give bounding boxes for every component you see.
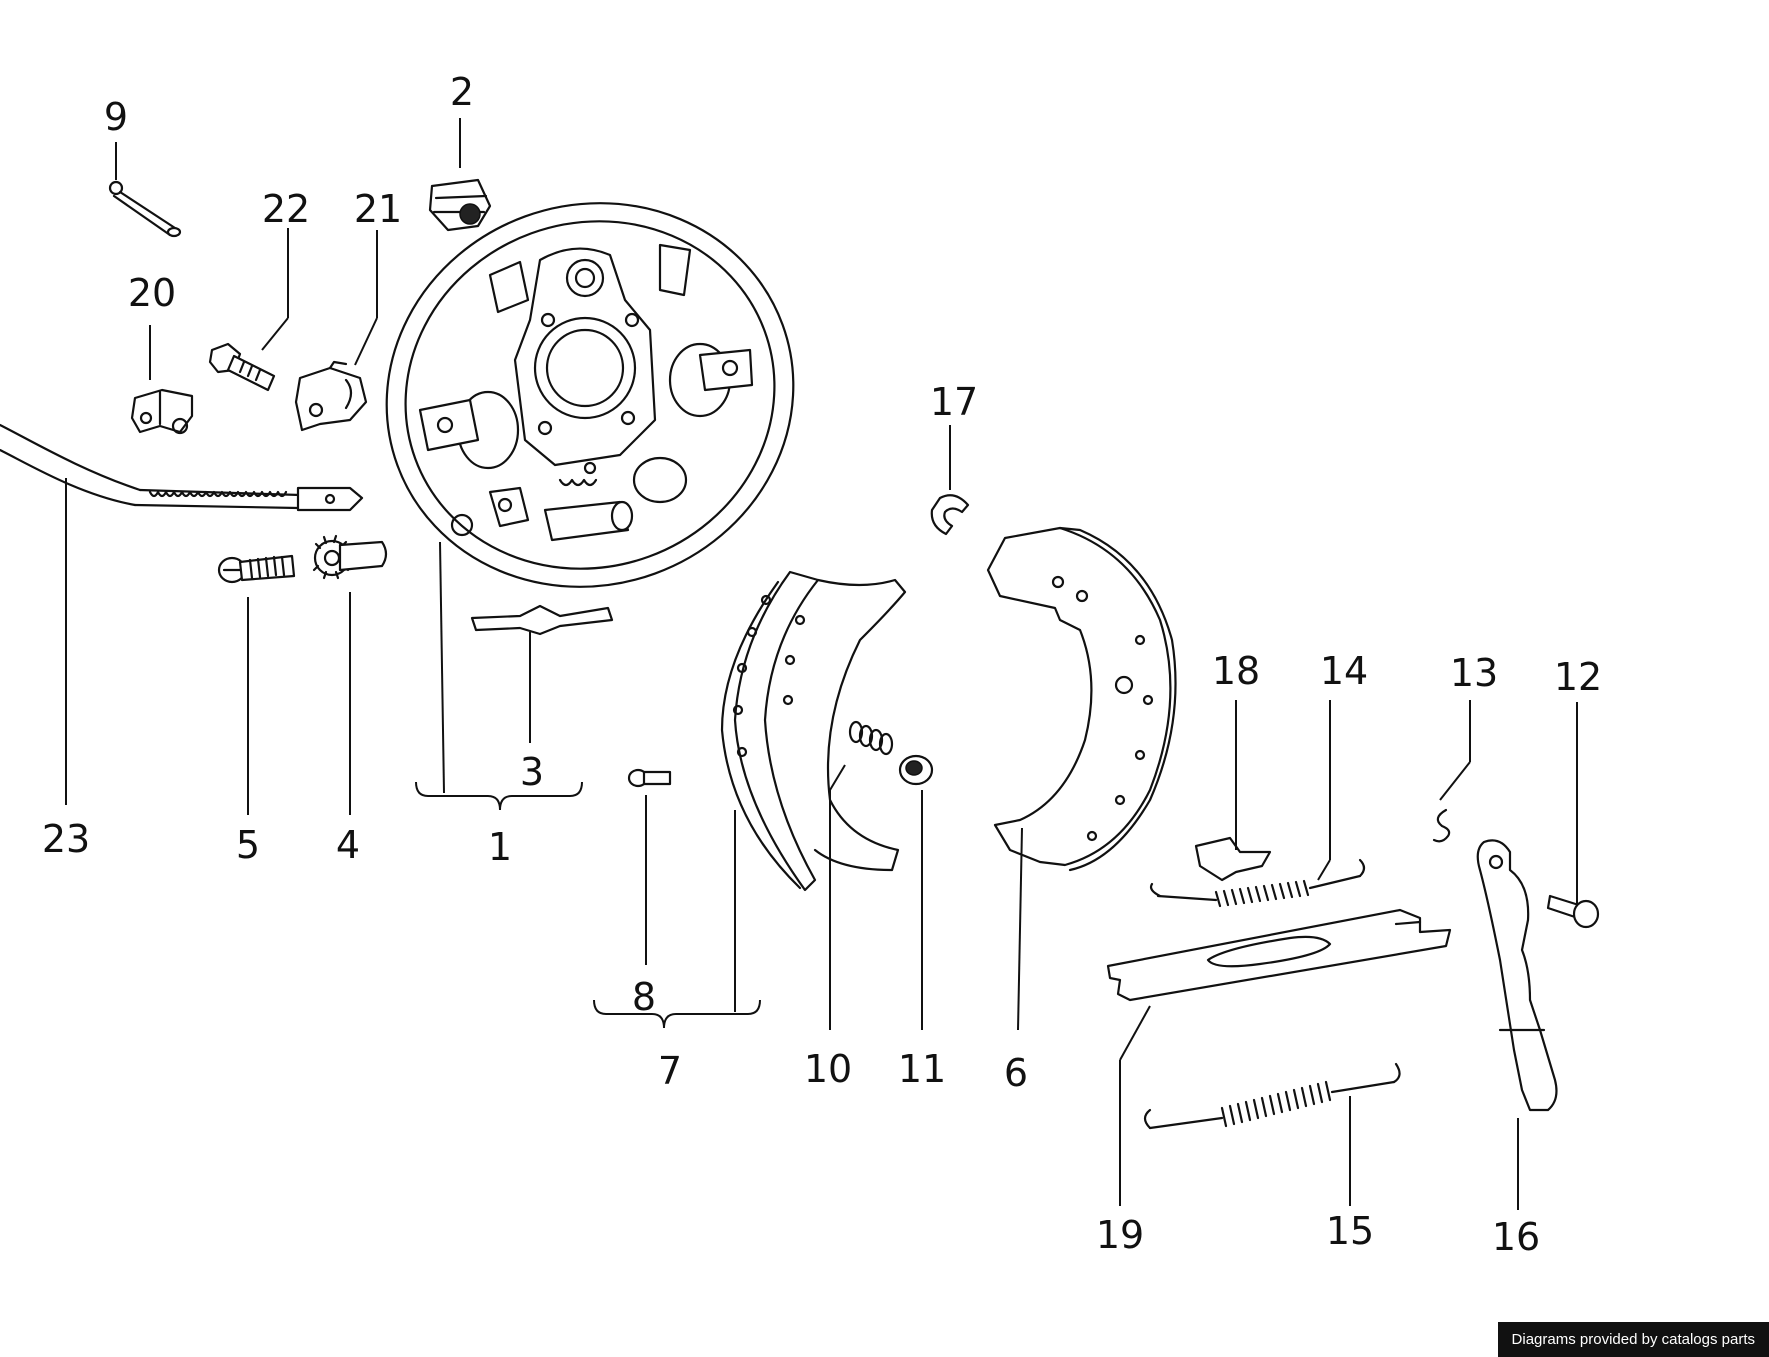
callout-5: 5 — [236, 823, 260, 867]
callout-21: 21 — [354, 187, 402, 231]
part-18-retainer-clip — [1194, 836, 1272, 882]
callout-3: 3 — [520, 750, 544, 794]
callout-labels: 1 2 3 4 5 6 7 8 9 10 11 12 13 14 15 16 1… — [42, 70, 1602, 1259]
callout-23: 23 — [42, 817, 90, 861]
part-11-cup — [898, 754, 934, 786]
part-2-grommet — [428, 178, 492, 232]
part-13-s-clip — [1432, 808, 1451, 843]
part-9-pin — [108, 180, 182, 238]
part-19-strut-bar — [1106, 908, 1452, 1002]
part-20-clip — [130, 388, 194, 435]
callout-8: 8 — [632, 975, 656, 1019]
part-12-bolt — [1546, 894, 1600, 929]
leader-lines — [65, 118, 1578, 1210]
callout-19: 19 — [1096, 1213, 1144, 1257]
callout-22: 22 — [262, 187, 310, 231]
callout-16: 16 — [1492, 1215, 1540, 1259]
part-1-backing-plate — [385, 202, 795, 588]
part-6-brake-shoe — [986, 526, 1177, 872]
part-23-handbrake-cable — [0, 423, 364, 512]
part-21-bracket — [294, 360, 368, 432]
part-22-bolt — [208, 342, 276, 392]
part-7-brake-shoe — [720, 570, 907, 892]
callout-14: 14 — [1320, 649, 1368, 693]
callout-12: 12 — [1554, 655, 1602, 699]
callout-6: 6 — [1004, 1051, 1028, 1095]
part-16-parking-lever — [1476, 839, 1558, 1112]
part-4-adjusting-wheel — [312, 534, 388, 580]
callout-7: 7 — [658, 1049, 682, 1093]
callout-17: 17 — [930, 380, 978, 424]
callout-18: 18 — [1212, 649, 1260, 693]
part-17-clip — [930, 494, 970, 536]
part-10-spring — [848, 720, 894, 756]
callout-13: 13 — [1450, 651, 1498, 695]
diagram-credit-badge: Diagrams provided by catalogs parts — [1497, 1322, 1769, 1357]
callout-20: 20 — [128, 271, 176, 315]
part-3-anchor-plate — [470, 604, 614, 636]
part-5-adjusting-screw — [217, 554, 296, 584]
callout-1: 1 — [488, 825, 512, 869]
callout-2: 2 — [450, 70, 474, 114]
callout-15: 15 — [1326, 1209, 1374, 1253]
callout-4: 4 — [336, 823, 360, 867]
part-15-lower-spring — [1143, 1062, 1401, 1130]
part-14-upper-spring — [1149, 858, 1366, 908]
callout-9: 9 — [104, 95, 128, 139]
part-8-pin — [627, 768, 672, 788]
callout-11: 11 — [898, 1047, 946, 1091]
callout-10: 10 — [804, 1047, 852, 1091]
